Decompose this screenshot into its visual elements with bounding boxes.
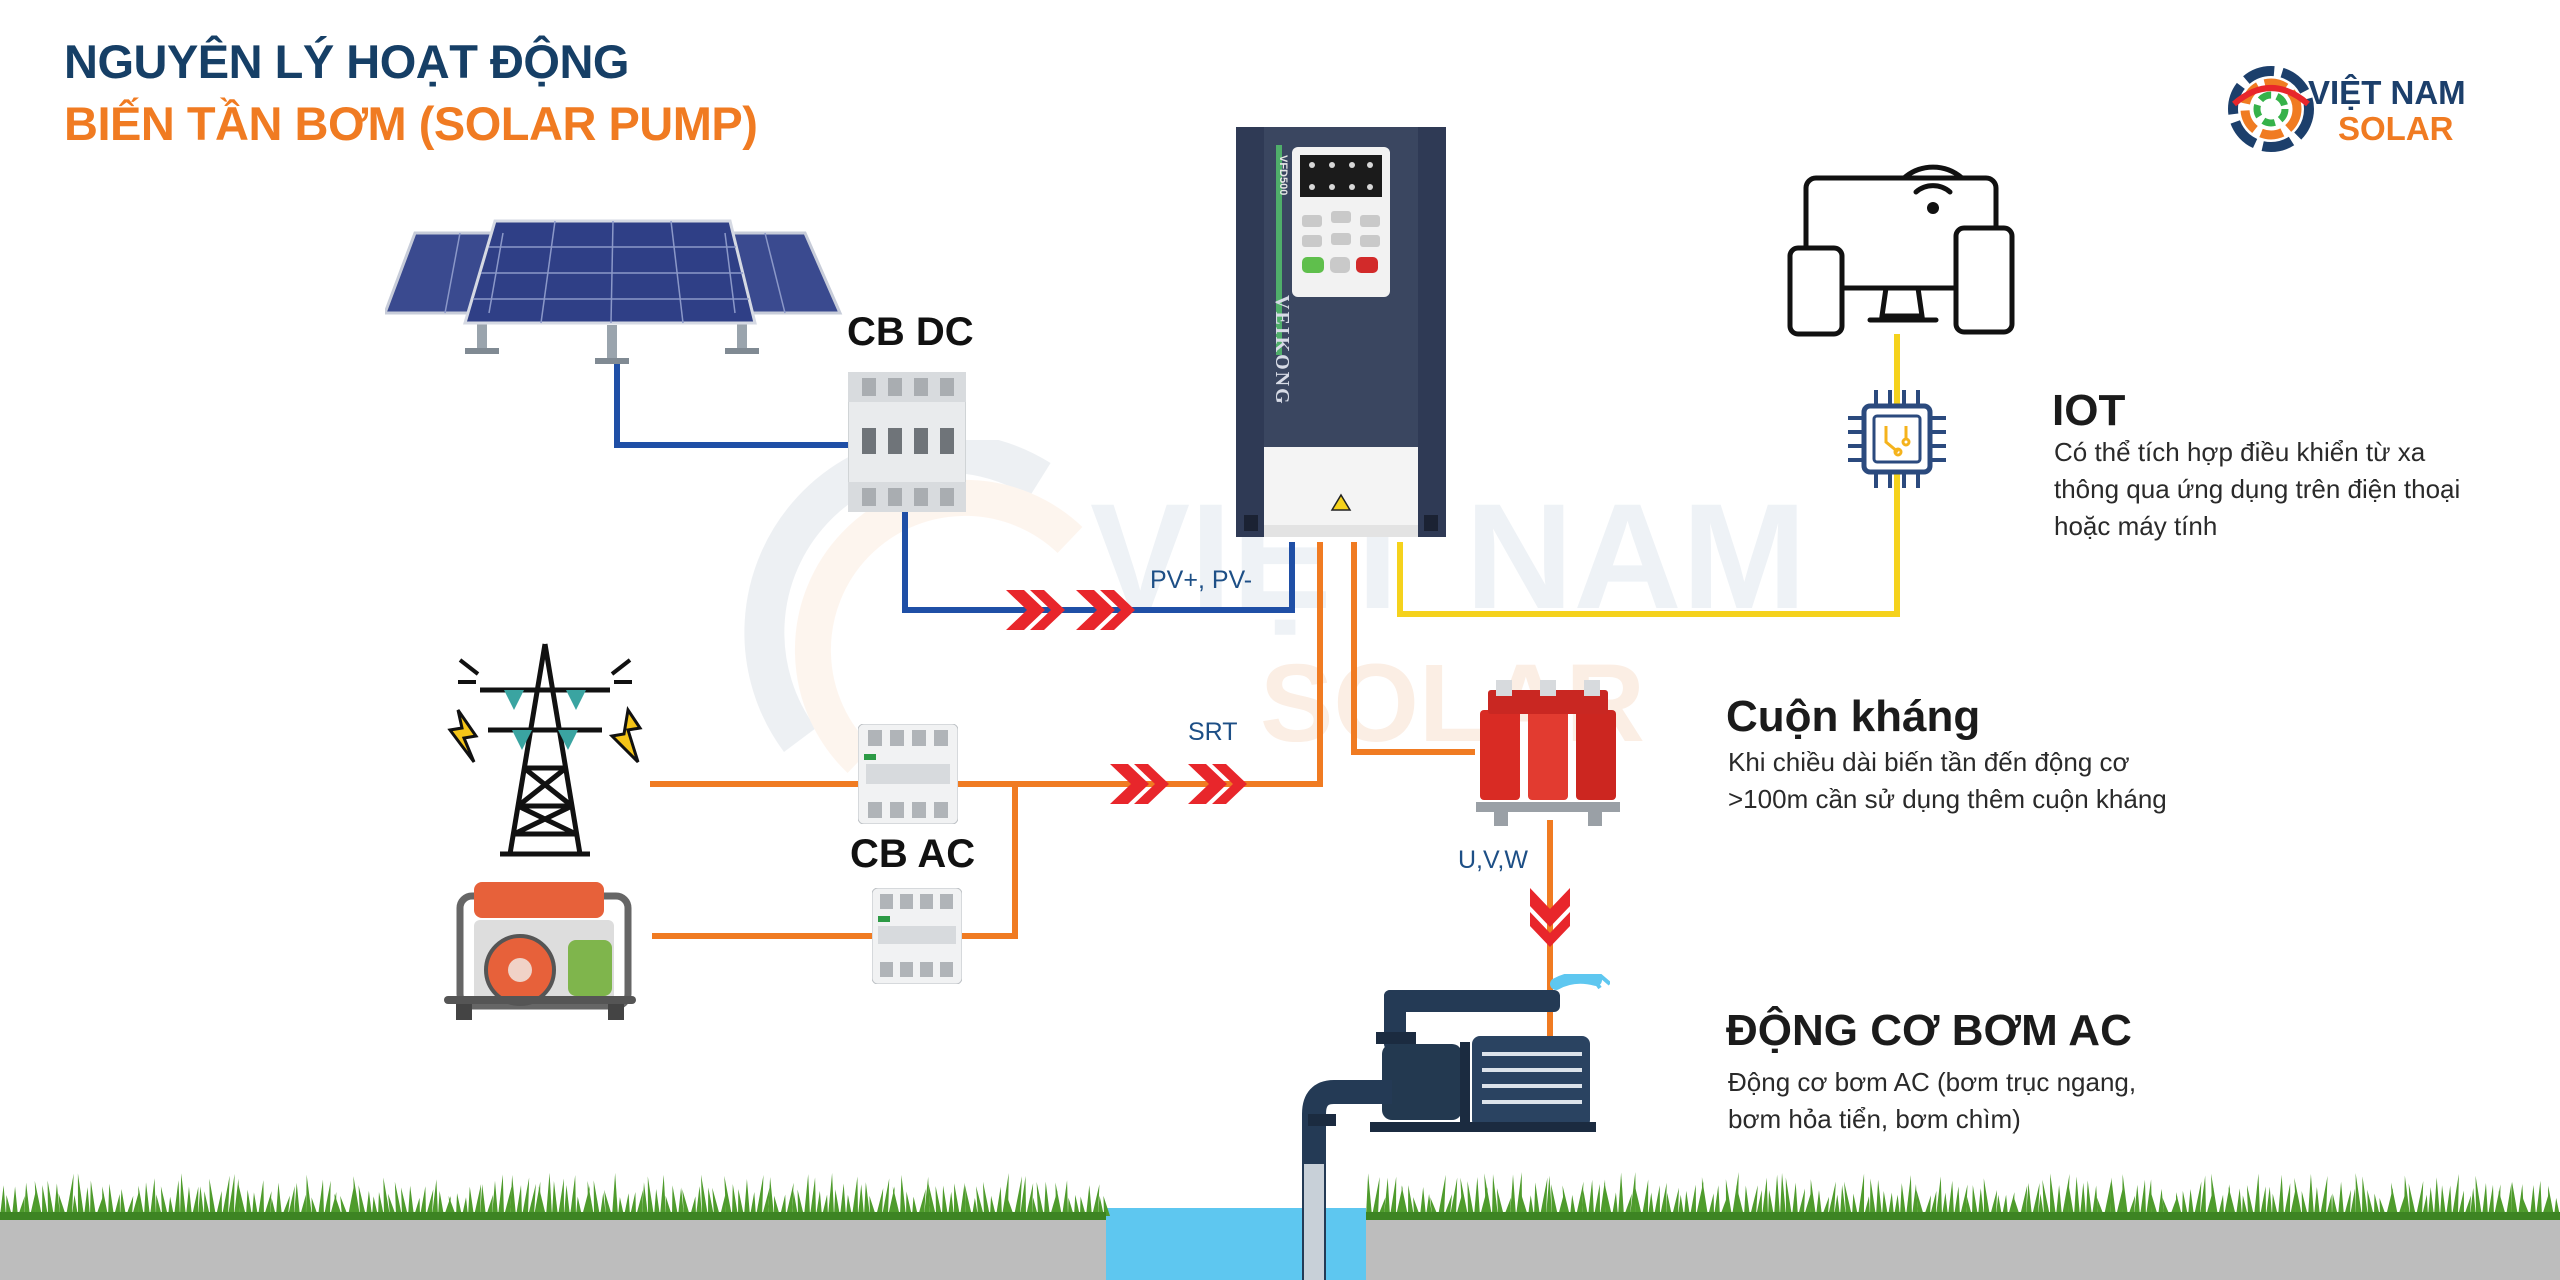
iot-description-line: Có thể tích hợp điều khiển từ xa	[2054, 437, 2426, 467]
iot-wire	[1397, 334, 1900, 617]
reactor-description-line: >100m cần sử dụng thêm cuộn kháng	[1728, 784, 2167, 814]
reactor-coil-icon	[1476, 680, 1620, 826]
soil-left	[0, 1216, 1106, 1280]
ac-wire-reactor	[1351, 542, 1475, 755]
logo-text-line2: SOLAR	[2338, 110, 2454, 147]
solar-panel-array	[385, 219, 843, 364]
srt-label: SRT	[1188, 718, 1238, 746]
motor-description-line: Động cơ bơm AC (bơm trục ngang,	[1728, 1067, 2137, 1097]
reactor-heading: Cuộn kháng	[1726, 692, 1981, 741]
inverter-model: VFD500	[1277, 155, 1289, 195]
cb-dc-label: CB DC	[847, 310, 974, 354]
reactor-description-line: Khi chiều dài biến tần đến động cơ	[1728, 747, 2130, 777]
iot-description-line: thông qua ứng dụng trên điện thoại	[2054, 474, 2461, 504]
generator-icon	[444, 882, 636, 1020]
cb-ac-label: CB AC	[850, 832, 976, 876]
devices-wifi-icon	[1787, 164, 2015, 337]
pv-label: PV+, PV-	[1150, 566, 1253, 594]
soil-right	[1366, 1216, 2560, 1280]
arrow-ac-1	[1110, 764, 1169, 804]
arrow-dc-1	[1006, 590, 1065, 630]
page-title-line2: BIẾN TẦN BƠM (SOLAR PUMP)	[64, 97, 758, 150]
iot-chip-icon	[1848, 390, 1946, 488]
inverter-brand: VEIKONG	[1271, 295, 1293, 406]
motor-description-line: bơm hỏa tiển, bơm chìm)	[1728, 1104, 2021, 1134]
power-tower-icon	[447, 643, 643, 857]
uvw-label: U,V,W	[1458, 846, 1528, 874]
brand-logo: VIỆT NAM SOLAR	[2226, 60, 2496, 160]
grass-left	[0, 1172, 1110, 1216]
solar-logo-icon	[2228, 66, 2314, 152]
dc-wire-panel	[614, 360, 860, 448]
cb-ac-breaker-grid[interactable]	[858, 724, 958, 824]
watermark-logo-icon	[744, 440, 1083, 774]
reactor-description: Khi chiều dài biến tần đến động cơ >100m…	[1728, 744, 2188, 818]
page-title-line1: NGUYÊN LÝ HOẠT ĐỘNG	[64, 35, 629, 88]
grass-right	[1366, 1172, 2560, 1216]
solar-pump-inverter: VFD500 VEIKONG	[1236, 127, 1446, 537]
ground	[0, 1172, 2560, 1280]
arrow-dc-2	[1076, 590, 1135, 630]
iot-description-line: hoặc máy tính	[2054, 511, 2218, 541]
logo-text-line1: VIỆT NAM	[2308, 74, 2466, 111]
arrow-ac-2	[1188, 764, 1247, 804]
motor-description: Động cơ bơm AC (bơm trục ngang, bơm hỏa …	[1728, 1064, 2188, 1138]
ac-wire-generator	[652, 784, 1018, 939]
pump-motor-icon	[1302, 974, 1610, 1280]
cb-dc-breaker[interactable]	[848, 372, 966, 512]
arrow-motor	[1530, 888, 1570, 947]
iot-description: Có thể tích hợp điều khiển từ xa thông q…	[2054, 434, 2514, 545]
motor-heading: ĐỘNG CƠ BƠM AC	[1726, 1006, 2132, 1055]
cb-ac-breaker-generator[interactable]	[872, 888, 962, 984]
iot-heading: IOT	[2052, 386, 2126, 435]
